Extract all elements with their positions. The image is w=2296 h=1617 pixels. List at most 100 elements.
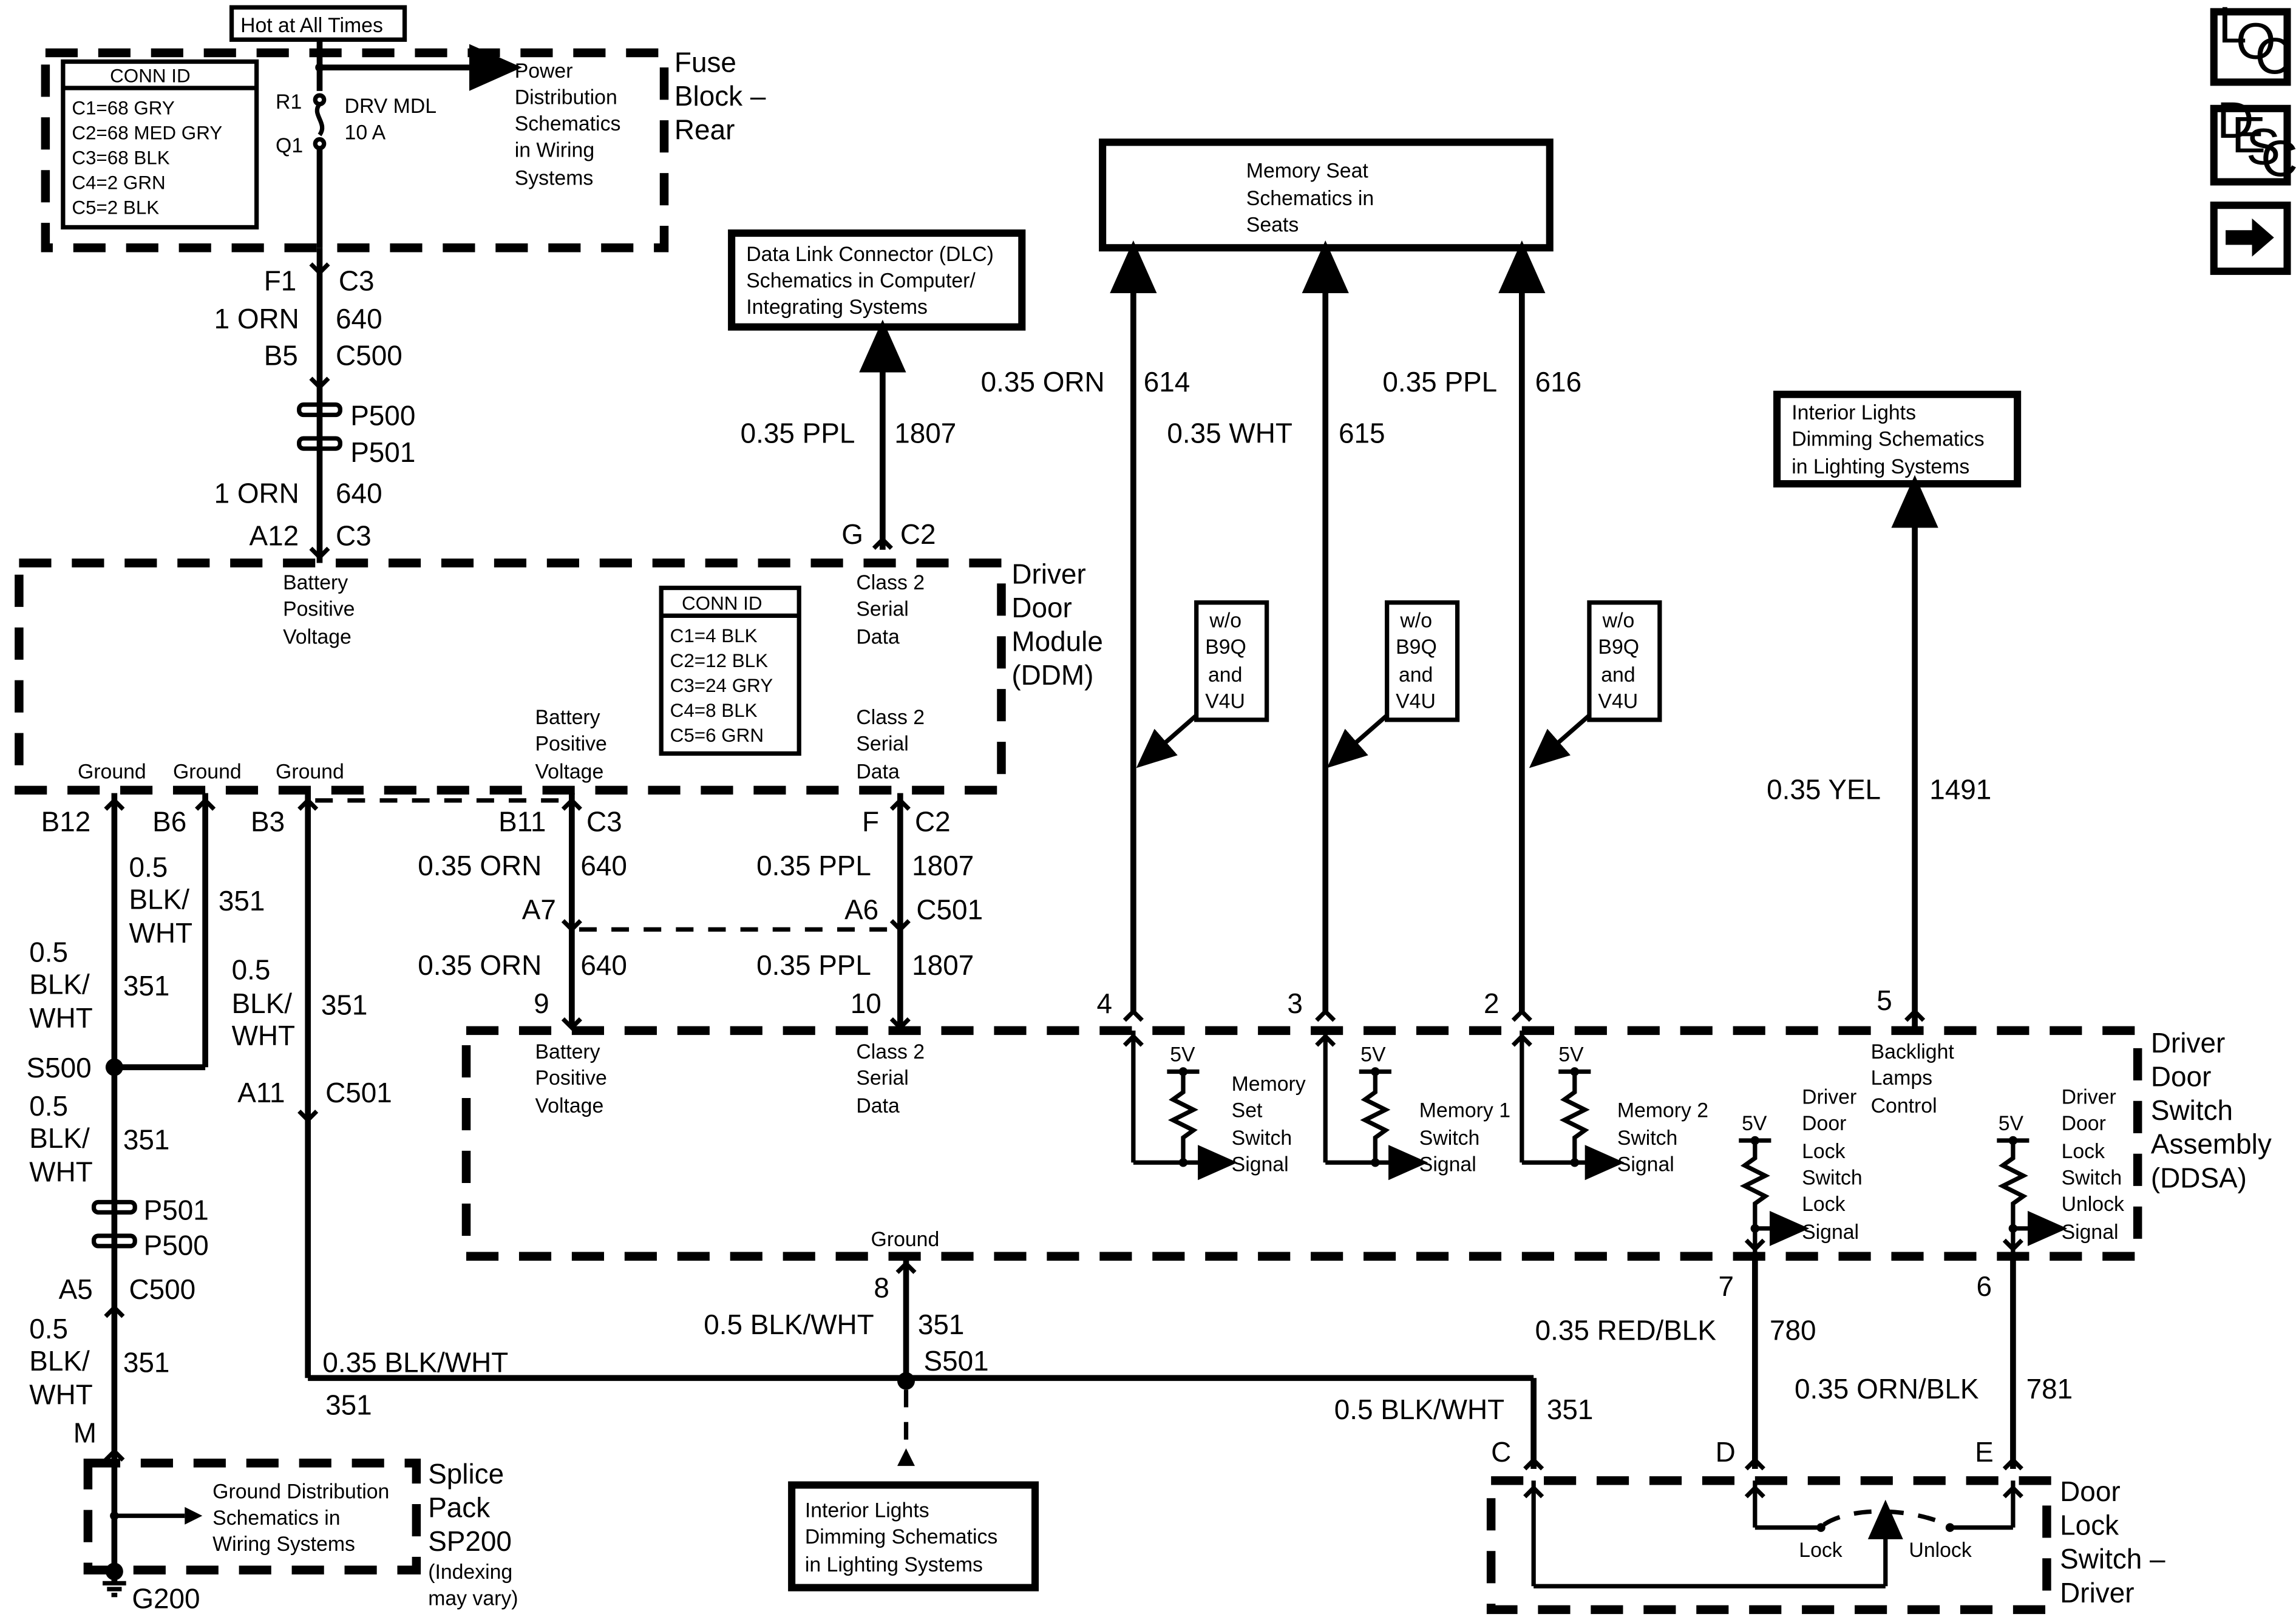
diagram-label: 640	[336, 477, 382, 509]
diagram-label: Ground	[871, 1228, 940, 1251]
loc-button[interactable]: L O C	[2210, 0, 2292, 86]
diagram-label: 8	[874, 1272, 889, 1303]
diagram-label: C1=68 GRY	[72, 97, 175, 118]
diagram-label: 2	[1484, 988, 1500, 1019]
diagram-label: Switch	[1802, 1166, 1863, 1189]
diagram-label: Schematics	[515, 112, 621, 135]
diagram-label: 5V	[1742, 1112, 1767, 1135]
diagram-label: C2=68 MED GRY	[72, 123, 222, 144]
diagram-label: Serial	[856, 733, 908, 756]
diagram-label: BLK/	[232, 988, 293, 1019]
diagram-label: C501	[916, 893, 983, 925]
memory-1-circuit: 5V Memory 1 Switch Signal	[1315, 1030, 1510, 1181]
diagram-label: C2=12 BLK	[670, 650, 768, 671]
backlight-circuit: Backlight Lamps Control	[1871, 1011, 1954, 1117]
diagram-label: 1807	[912, 949, 974, 981]
diagram-label: Switch	[1419, 1127, 1480, 1150]
diagram-label: Door	[2062, 1112, 2106, 1135]
interior-lights-bottom-box	[788, 1481, 1039, 1592]
diagram-label: 9	[534, 988, 549, 1019]
diagram-label: Distribution	[515, 86, 617, 109]
diagram-label: C3	[336, 520, 372, 551]
diagram-label: S	[2246, 118, 2280, 175]
diagram-label: B9Q	[1205, 636, 1246, 659]
diagram-label: Module	[1011, 625, 1102, 657]
diagram-label: Battery	[535, 1040, 600, 1063]
diagram-label: A11	[237, 1077, 285, 1108]
diagram-label: CONN ID	[682, 593, 762, 614]
diagram-label: 1807	[894, 417, 956, 449]
diagram-label: Positive	[535, 1066, 607, 1090]
memory-seat-box	[1099, 138, 1554, 252]
diagram-label: 5	[1877, 985, 1892, 1016]
diagram-label: Data	[856, 1094, 900, 1117]
diagram-label: Ground	[78, 760, 146, 783]
diagram-label: Lamps	[1871, 1066, 1932, 1090]
diagram-label: 6	[1977, 1270, 1992, 1302]
diagram-label: C	[1491, 1436, 1511, 1468]
diagram-label: Integrating Systems	[746, 296, 928, 319]
diagram-label: Memory	[1232, 1073, 1306, 1096]
diagram-label: WHT	[29, 1156, 92, 1188]
diagram-label: Assembly	[2151, 1128, 2272, 1160]
diagram-label: in Lighting Systems	[1792, 455, 1969, 478]
connector-p500-icon	[297, 402, 342, 418]
diagram-label: C4=2 GRN	[72, 172, 165, 194]
diagram-label: C5=2 BLK	[72, 197, 159, 219]
fuse-block-outline	[41, 48, 669, 253]
diagram-label: Signal	[1232, 1153, 1289, 1176]
diagram-label: A7	[522, 893, 556, 925]
diagram-label: Class 2	[856, 1040, 925, 1063]
diagram-label: B9Q	[1396, 636, 1437, 659]
diagram-label: Driver	[2062, 1086, 2116, 1109]
diagram-label: Schematics in	[212, 1507, 340, 1530]
diagram-label: 0.35 WHT	[1167, 417, 1292, 449]
next-button[interactable]	[2210, 202, 2291, 275]
desc-button[interactable]: D E S C	[2210, 91, 2296, 187]
diagram-label: Set	[1232, 1099, 1263, 1122]
diagram-label: Lock	[1799, 1539, 1842, 1562]
diagram-label: B11	[498, 805, 546, 837]
interior-lights-top-box	[1773, 390, 2022, 488]
diagram-label: Door	[2151, 1061, 2211, 1093]
diagram-label: Serial	[856, 1066, 908, 1090]
diagram-label: 0.35 PPL	[1382, 366, 1497, 398]
diagram-label: Positive	[535, 733, 607, 756]
diagram-label: 5V	[1170, 1043, 1195, 1066]
diagram-label: Memory Seat	[1246, 159, 1369, 182]
diagram-label: Battery	[283, 571, 348, 594]
lock-switch-icon	[1822, 1509, 1948, 1527]
diagram-label: 351	[918, 1309, 965, 1340]
diagram-label: C4=8 BLK	[670, 700, 758, 721]
diagram-label: V4U	[1598, 690, 1638, 713]
diagram-label: w/o	[1602, 609, 1635, 632]
diagram-label: Interior Lights	[1792, 401, 1916, 424]
diagram-label: Lock	[2062, 1140, 2105, 1163]
diagram-label: 0.5 BLK/WHT	[1334, 1394, 1504, 1425]
diagram-label: B12	[41, 805, 91, 837]
diagram-label: Unlock	[1909, 1539, 1971, 1562]
arrow-right-icon	[2226, 218, 2274, 257]
diagram-label: 3	[1287, 988, 1303, 1019]
diagram-label: B6	[152, 805, 186, 837]
splice-pack-title: Splice	[428, 1458, 504, 1490]
diagram-label: 0.35 ORN	[981, 366, 1105, 398]
diagram-label: 1 ORN	[214, 303, 299, 334]
diagram-label: 0.35 ORN	[418, 850, 542, 881]
diagram-label: 0.35 ORN/BLK	[1795, 1373, 1979, 1405]
diagram-label: Switch	[1617, 1127, 1678, 1150]
diagram-label: Signal	[1802, 1221, 1859, 1244]
diagram-label: Switch	[2062, 1166, 2122, 1189]
unlock-signal-circuit: 5V Driver Door Lock Switch Unlock Signal	[1997, 1086, 2124, 1256]
diagram-label: Door	[1011, 592, 1072, 623]
diagram-label: Lock	[2060, 1510, 2119, 1541]
fuse-conn-id-box	[61, 59, 259, 230]
diagram-label: C500	[129, 1273, 196, 1305]
diagram-label: C1=4 BLK	[670, 625, 758, 646]
connector-p501-icon	[297, 436, 342, 451]
diagram-label: 615	[1339, 417, 1385, 449]
diagram-label: 5V	[1360, 1043, 1386, 1066]
diagram-label: 0.5	[29, 936, 68, 968]
diagram-label: 640	[580, 850, 627, 881]
diagram-label: Memory 1	[1419, 1099, 1510, 1122]
